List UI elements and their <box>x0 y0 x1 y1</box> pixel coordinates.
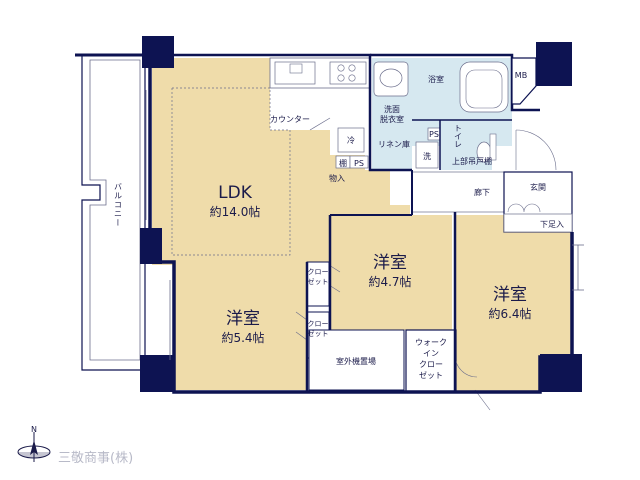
shoe-box-label: 下足入 <box>540 220 564 229</box>
ldk-area <box>152 58 410 265</box>
closet-2-line-2: ゼット <box>308 329 329 338</box>
kitchen-fixtures <box>274 61 369 169</box>
column-bottom-right <box>540 354 582 392</box>
fridge-label: 冷 <box>347 135 355 145</box>
closet-1-line-1: クロー <box>308 268 329 276</box>
toilet-label: トイレ <box>454 124 463 148</box>
ps-label-1: PS <box>354 159 364 168</box>
western-c-area <box>455 215 572 392</box>
ps-label-2: PS <box>429 130 439 139</box>
entrance-label: 玄関 <box>530 182 546 192</box>
wet-fixtures <box>373 61 509 169</box>
wash-label: 洗 <box>423 151 431 161</box>
wic-line-1: ウォーク <box>415 338 447 347</box>
compass-north: N <box>31 425 37 434</box>
ldk-name: LDK <box>218 183 253 203</box>
mb-label: MB <box>515 71 527 80</box>
western-b-size: 約4.7帖 <box>368 274 411 289</box>
western-a-name: 洋室 <box>226 309 260 329</box>
upper-shelf-label: 上部吊戸棚 <box>452 156 492 166</box>
wic-line-4: ゼット <box>419 370 443 380</box>
ldk-size: 約14.0帖 <box>210 204 261 219</box>
company-name: 三敬商事(株) <box>58 450 133 466</box>
western-c-name: 洋室 <box>493 285 527 305</box>
column-top-right <box>536 42 572 86</box>
wic-line-2: イン <box>423 349 439 358</box>
closet-1-line-2: ゼット <box>308 277 329 286</box>
entrance-area <box>411 129 573 233</box>
western-b-area <box>330 215 452 330</box>
balcony-label: バルコニー <box>114 183 123 228</box>
compass-icon <box>17 432 51 462</box>
mb-box <box>511 57 537 105</box>
shelf-label: 棚 <box>339 158 347 168</box>
outdoor-unit-label: 室外機置場 <box>336 356 376 366</box>
western-a-size: 約5.4帖 <box>221 330 264 345</box>
wic-line-3: クロー <box>419 360 443 369</box>
western-b-name: 洋室 <box>373 253 407 273</box>
closet-2-line-1: クロー <box>308 320 329 328</box>
western-a-area <box>175 265 307 390</box>
columns <box>140 36 582 392</box>
column-bottom-left <box>140 355 174 392</box>
western-c-size: 約6.4帖 <box>488 306 531 321</box>
storage-label: 物入 <box>329 173 345 183</box>
windows <box>145 90 584 360</box>
hallway-label: 廊下 <box>474 187 490 197</box>
washroom-label-2: 脱衣室 <box>380 114 404 124</box>
ldk-dashed-outline <box>171 87 291 256</box>
bath-label: 浴室 <box>428 74 444 84</box>
counter-label: カウンター <box>270 115 310 124</box>
closets <box>295 261 491 411</box>
column-left-mid <box>140 228 162 264</box>
column-top-left <box>142 36 174 68</box>
balcony <box>75 53 146 371</box>
washroom-label-1: 洗面 <box>384 104 400 114</box>
linen-label: リネン庫 <box>378 139 410 149</box>
